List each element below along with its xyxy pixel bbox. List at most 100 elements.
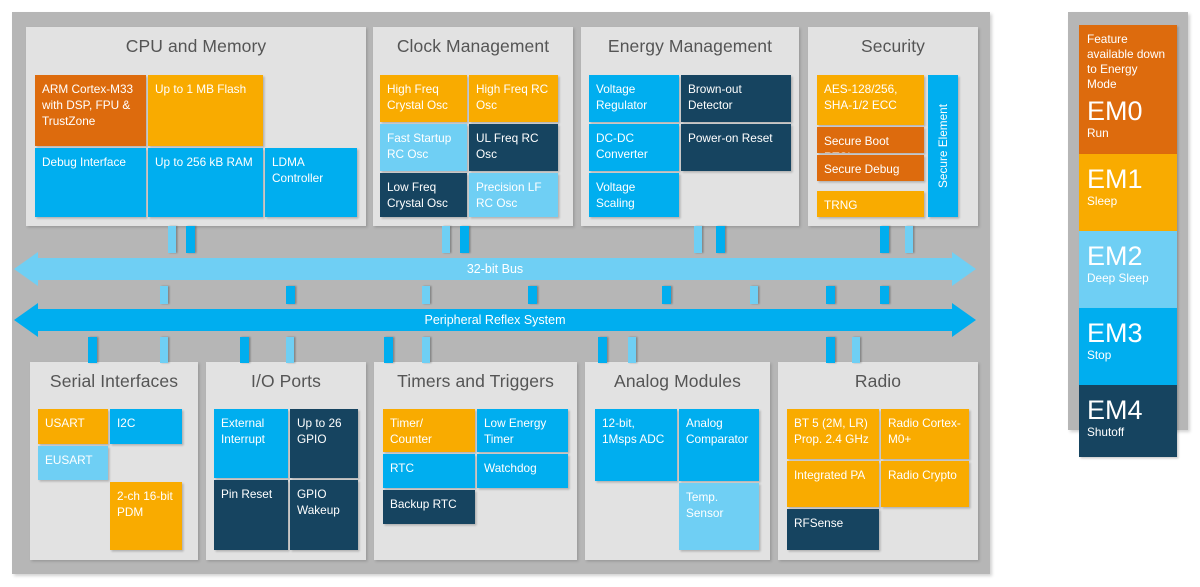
panel-title-cpu-and-memory: CPU and Memory xyxy=(125,36,267,56)
panel-title-io-ports: I/O Ports xyxy=(251,371,321,391)
block-secure-debug[interactable]: Secure Debug xyxy=(817,155,924,181)
block-ram[interactable]: Up to 256 kB RAM xyxy=(148,148,263,217)
legend-mode-em1[interactable]: EM1 Sleep xyxy=(1079,154,1177,231)
panel-energy-management: Energy Management Voltage Regulator Brow… xyxy=(581,27,799,226)
block-high-freq-rc-osc[interactable]: High Freq RC Osc xyxy=(469,75,558,122)
block-voltage-scaling[interactable]: Voltage Scaling xyxy=(589,173,679,217)
block-secure-element-label: Secure Element xyxy=(936,104,950,188)
panel-radio: Radio BT 5 (2M, LR) Prop. 2.4 GHz Radio … xyxy=(778,362,978,560)
connector-mid-b xyxy=(286,286,295,304)
legend-mode-em0[interactable]: Feature available down to Energy Mode EM… xyxy=(1079,25,1177,154)
panel-security: Security AES-128/256, SHA-1/2 ECC Secure… xyxy=(808,27,978,226)
block-radio-crypto[interactable]: Radio Crypto xyxy=(881,461,969,507)
panel-title-timers-and-triggers: Timers and Triggers xyxy=(397,371,554,391)
legend-mode-em1-sub: Sleep xyxy=(1087,194,1118,208)
connector-clock-upper-a xyxy=(442,226,450,253)
panel-title-radio: Radio xyxy=(854,371,902,391)
block-i2c[interactable]: I2C xyxy=(110,409,182,444)
panel-title-analog-modules: Analog Modules xyxy=(614,371,741,391)
panel-analog-modules: Analog Modules 12-bit, 1Msps ADC Analog … xyxy=(585,362,770,560)
bus-32-bit: 32-bit Bus xyxy=(14,252,976,286)
block-fast-startup-rc-osc[interactable]: Fast Startup RC Osc xyxy=(380,124,467,171)
connector-mid-e xyxy=(662,286,671,304)
legend-mode-em3-sub: Stop xyxy=(1087,348,1112,362)
legend-note: Feature available down to Energy Mode xyxy=(1087,32,1166,91)
panel-title-serial-interfaces: Serial Interfaces xyxy=(49,371,179,391)
panel-title-energy-management: Energy Management xyxy=(607,36,773,56)
panel-cpu-and-memory: CPU and Memory ARM Cortex-M33 with DSP, … xyxy=(26,27,366,226)
connector-mid-c xyxy=(422,286,430,304)
block-pdm[interactable]: 2-ch 16-bit PDM xyxy=(110,482,182,550)
block-gpio-wakeup[interactable]: GPIO Wakeup xyxy=(290,480,358,550)
legend-mode-em3[interactable]: EM3 Stop xyxy=(1079,308,1177,385)
block-precision-lf-rc-osc[interactable]: Precision LF RC Osc xyxy=(469,173,558,217)
legend-mode-em0-sub: Run xyxy=(1087,126,1109,140)
legend-mode-em2-name: EM2 xyxy=(1087,241,1143,271)
block-aes-sha-ecc[interactable]: AES-128/256, SHA-1/2 ECC xyxy=(817,75,924,125)
panel-io-ports: I/O Ports External Interrupt Up to 26 GP… xyxy=(206,362,366,560)
connector-clock-upper-b xyxy=(460,226,469,253)
block-brown-out-detector[interactable]: Brown-out Detector xyxy=(681,75,791,122)
panel-title-security: Security xyxy=(860,36,925,56)
connector-cpu-upper-a xyxy=(168,226,176,253)
block-low-energy-timer[interactable]: Low Energy Timer xyxy=(477,409,568,452)
block-adc[interactable]: 12-bit, 1Msps ADC xyxy=(595,409,677,481)
block-backup-rtc[interactable]: Backup RTC xyxy=(383,490,475,524)
connector-mid-f xyxy=(750,286,758,304)
block-external-interrupt[interactable]: External Interrupt xyxy=(214,409,288,478)
block-timer-counter[interactable]: Timer/ Counter xyxy=(383,409,475,452)
connector-mid-a xyxy=(160,286,168,304)
block-low-freq-crystal-osc[interactable]: Low Freq Crystal Osc xyxy=(380,173,467,217)
legend-mode-em4-name: EM4 xyxy=(1087,395,1143,425)
block-temp-sensor[interactable]: Temp. Sensor xyxy=(679,483,759,550)
block-usart[interactable]: USART xyxy=(38,409,108,444)
bus-prs-arrow-shape xyxy=(14,303,976,337)
block-flash[interactable]: Up to 1 MB Flash xyxy=(148,75,263,146)
legend-mode-em2[interactable]: EM2 Deep Sleep xyxy=(1079,231,1177,308)
connector-radio-lower-b xyxy=(852,337,860,363)
block-bt5[interactable]: BT 5 (2M, LR) Prop. 2.4 GHz xyxy=(787,409,879,459)
block-rtc[interactable]: RTC xyxy=(383,454,475,488)
connector-serial-lower-b xyxy=(160,337,168,363)
legend-mode-em3-name: EM3 xyxy=(1087,318,1143,348)
panel-serial-interfaces: Serial Interfaces USART I2C EUSART 2-ch … xyxy=(30,362,198,560)
connector-mid-d xyxy=(528,286,537,304)
block-power-on-reset[interactable]: Power-on Reset xyxy=(681,124,791,171)
panel-timers-and-triggers: Timers and Triggers Timer/ Counter Low E… xyxy=(374,362,577,560)
block-pin-reset[interactable]: Pin Reset xyxy=(214,480,288,550)
bus-prs-label: Peripheral Reflex System xyxy=(424,313,566,327)
connector-timers-lower-b xyxy=(422,337,430,363)
block-debug-interface[interactable]: Debug Interface xyxy=(35,148,146,217)
block-rfsense[interactable]: RFSense xyxy=(787,509,879,550)
block-secure-boot-rtsl[interactable]: Secure Boot RTSL xyxy=(817,127,924,153)
connector-mid-h xyxy=(880,286,889,304)
block-integrated-pa[interactable]: Integrated PA xyxy=(787,461,879,507)
block-secure-element[interactable]: Secure Element xyxy=(928,75,958,217)
panel-title-clock-management: Clock Management xyxy=(396,36,550,56)
legend-mode-em0-name: EM0 xyxy=(1087,96,1143,126)
block-watchdog[interactable]: Watchdog xyxy=(477,454,568,488)
block-radio-cortex-m0[interactable]: Radio Cortex-M0+ xyxy=(881,409,969,459)
block-ldma-controller[interactable]: LDMA Controller xyxy=(265,148,357,217)
block-arm-cortex-m33[interactable]: ARM Cortex-M33 with DSP, FPU & TrustZone xyxy=(35,75,146,146)
block-high-freq-crystal-osc[interactable]: High Freq Crystal Osc xyxy=(380,75,467,122)
block-trng[interactable]: TRNG xyxy=(817,191,924,217)
connector-security-upper-b xyxy=(905,226,913,253)
legend-mode-em4[interactable]: EM4 Shutoff xyxy=(1079,385,1177,457)
block-gpio[interactable]: Up to 26 GPIO xyxy=(290,409,358,478)
connector-mid-g xyxy=(826,286,835,304)
connector-energy-upper-b xyxy=(716,226,725,253)
bus-peripheral-reflex-system: Peripheral Reflex System xyxy=(14,303,976,337)
block-analog-comparator[interactable]: Analog Comparator xyxy=(679,409,759,481)
block-eusart[interactable]: EUSART xyxy=(38,446,108,480)
connector-cpu-upper-b xyxy=(186,226,195,253)
connector-serial-lower-a xyxy=(88,337,97,363)
legend-mode-em2-sub: Deep Sleep xyxy=(1087,271,1149,285)
bus-32-bit-arrow-shape xyxy=(14,252,976,286)
connector-analog-lower-a xyxy=(598,337,607,363)
bus-32-bit-label: 32-bit Bus xyxy=(466,262,524,276)
connector-io-lower-b xyxy=(286,337,294,363)
block-dc-dc-converter[interactable]: DC-DC Converter xyxy=(589,124,679,171)
block-voltage-regulator[interactable]: Voltage Regulator xyxy=(589,75,679,122)
block-ul-freq-rc-osc[interactable]: UL Freq RC Osc xyxy=(469,124,558,171)
